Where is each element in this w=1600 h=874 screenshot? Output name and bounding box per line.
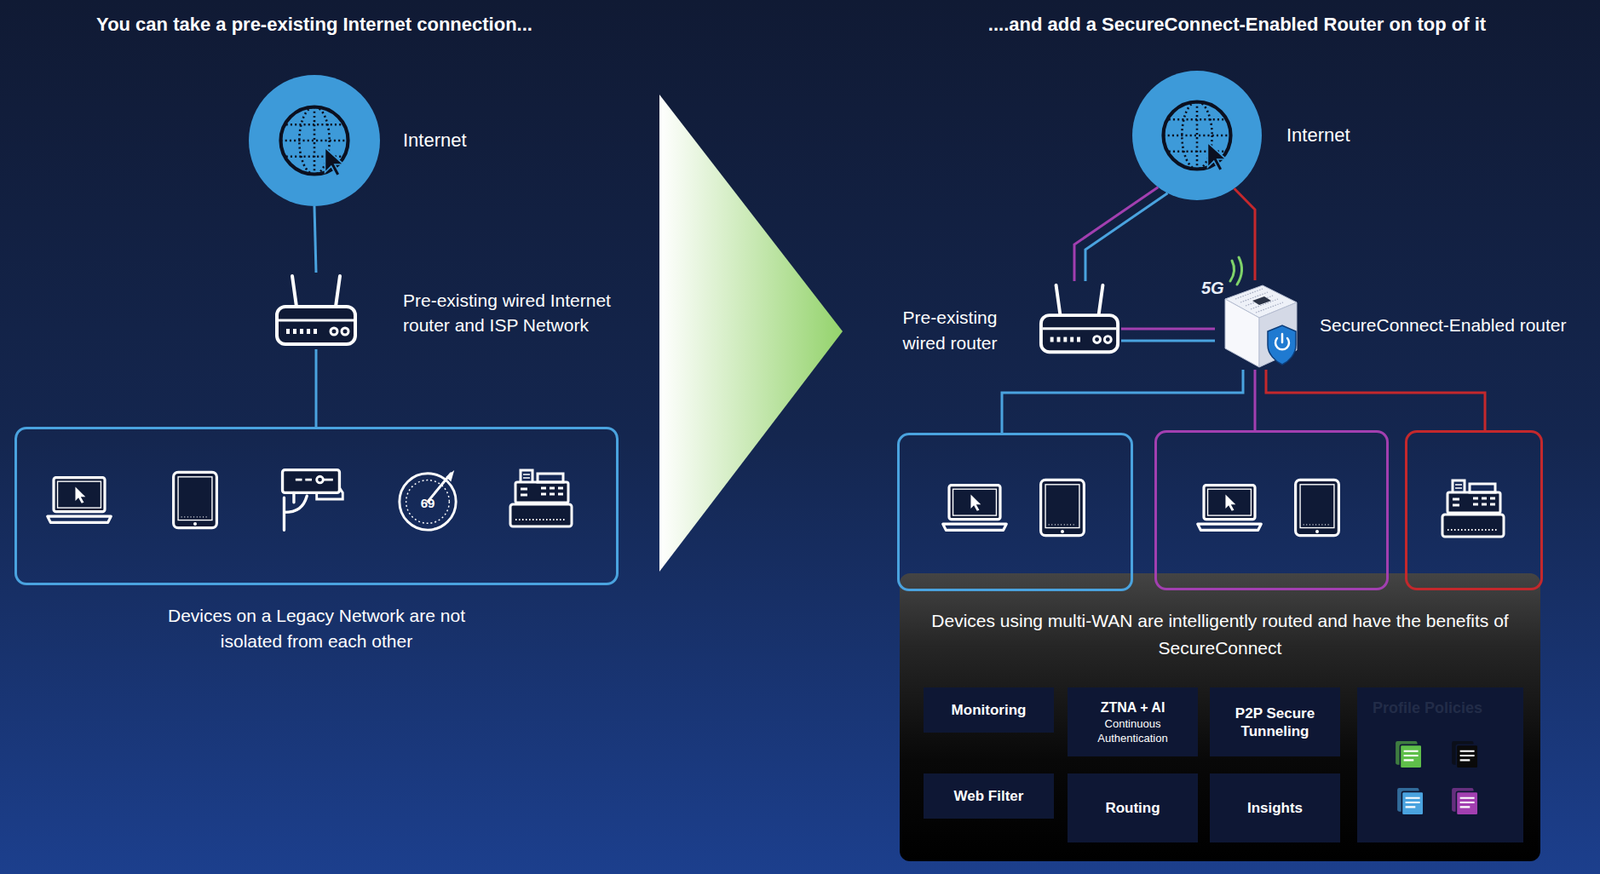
- laptop-icon: [943, 485, 1008, 531]
- secure-router-node: SecureConnect-Enabled router: [1214, 280, 1301, 370]
- connector-line: [1001, 369, 1244, 433]
- policy-icon: [1395, 741, 1422, 769]
- router-icon: [276, 276, 356, 345]
- connector-line: [1074, 187, 1158, 282]
- policy-icon: [1451, 741, 1479, 769]
- device-group-box: [1404, 430, 1543, 591]
- feature-box: Insights: [1209, 773, 1341, 843]
- register-icon: [1442, 480, 1504, 537]
- node-label: Insights: [1240, 799, 1310, 818]
- laptop-icon: [1197, 485, 1262, 531]
- circle-outline: [248, 74, 380, 207]
- globe-icon: [1162, 101, 1231, 171]
- feature-box: P2P Secure Tunneling: [1209, 687, 1341, 757]
- node-label: Profile Policies: [1372, 699, 1483, 718]
- circle-outline: [1132, 70, 1262, 201]
- feature-box: Routing: [1067, 773, 1198, 843]
- node-label: Pre-existing wired Internet router and I…: [402, 287, 642, 338]
- device-group-box: [897, 432, 1134, 592]
- globe-icon: [280, 106, 348, 176]
- circle-shape: [248, 74, 380, 207]
- connector-line: [1085, 193, 1169, 282]
- node-label: Devices on a Legacy Network are not isol…: [138, 603, 496, 655]
- connector-line: [315, 349, 318, 427]
- badge-text: 69: [420, 495, 436, 511]
- policy-icon: [1451, 788, 1479, 816]
- feature-box: ZTNA + AIContinuous Authentication: [1067, 687, 1198, 757]
- node-label: Devices using multi-WAN are intelligentl…: [926, 607, 1514, 662]
- feature-box: Web Filter: [923, 773, 1054, 819]
- badge-text: 5G: [1201, 278, 1225, 299]
- tablet-icon: [1041, 479, 1085, 536]
- connector-line: [1254, 369, 1257, 431]
- connector-line: [1121, 339, 1215, 343]
- feature-box: Monitoring: [923, 687, 1054, 733]
- transition-arrow: [659, 94, 843, 572]
- device-group-box: [1154, 430, 1389, 591]
- benefits-panel: Devices using multi-WAN are intelligentl…: [899, 573, 1541, 862]
- router-icon: [1041, 285, 1118, 352]
- node-label: Internet: [402, 129, 467, 152]
- connector-line: [1266, 369, 1485, 431]
- circle-shape: [1132, 70, 1262, 201]
- feature-box: Profile Policies: [1357, 687, 1524, 843]
- router-node: Pre-existing wired router: [1037, 281, 1122, 358]
- node-label: Internet: [1286, 124, 1351, 147]
- node-label: Monitoring: [944, 701, 1034, 720]
- node-label: Pre-existing wired router: [886, 305, 1014, 357]
- gauge-icon: [399, 470, 456, 530]
- connector-line: [1234, 188, 1255, 281]
- internet-circle: Internet: [248, 74, 380, 207]
- connector-line: [1121, 328, 1215, 331]
- node-label: ZTNA + AI: [1100, 698, 1166, 717]
- node-body: Continuous Authentication: [1067, 716, 1198, 746]
- router-node: Pre-existing wired Internet router and I…: [273, 272, 359, 350]
- signal-waves: [1230, 257, 1243, 285]
- heading-text: You can take a pre-existing Internet con…: [96, 13, 533, 36]
- policy-icon: [1397, 788, 1424, 816]
- laptop-icon: [47, 477, 112, 524]
- node-label: SecureConnect-Enabled router: [1319, 315, 1567, 336]
- node-label: P2P Secure Tunneling: [1209, 704, 1341, 741]
- heading-text: ....and add a SecureConnect-Enabled Rout…: [988, 13, 1486, 36]
- internet-circle: Internet: [1132, 70, 1262, 201]
- register-icon: [510, 470, 572, 527]
- tablet-icon: [1295, 479, 1340, 536]
- secure-router-icon: [1225, 285, 1297, 368]
- node-label: Web Filter: [947, 787, 1031, 806]
- node-label: Routing: [1098, 799, 1167, 818]
- camera-icon: [282, 470, 344, 531]
- connector-line: [314, 206, 317, 273]
- tablet-icon: [173, 471, 218, 528]
- device-group-box: Devices on a Legacy Network are not isol…: [14, 426, 619, 586]
